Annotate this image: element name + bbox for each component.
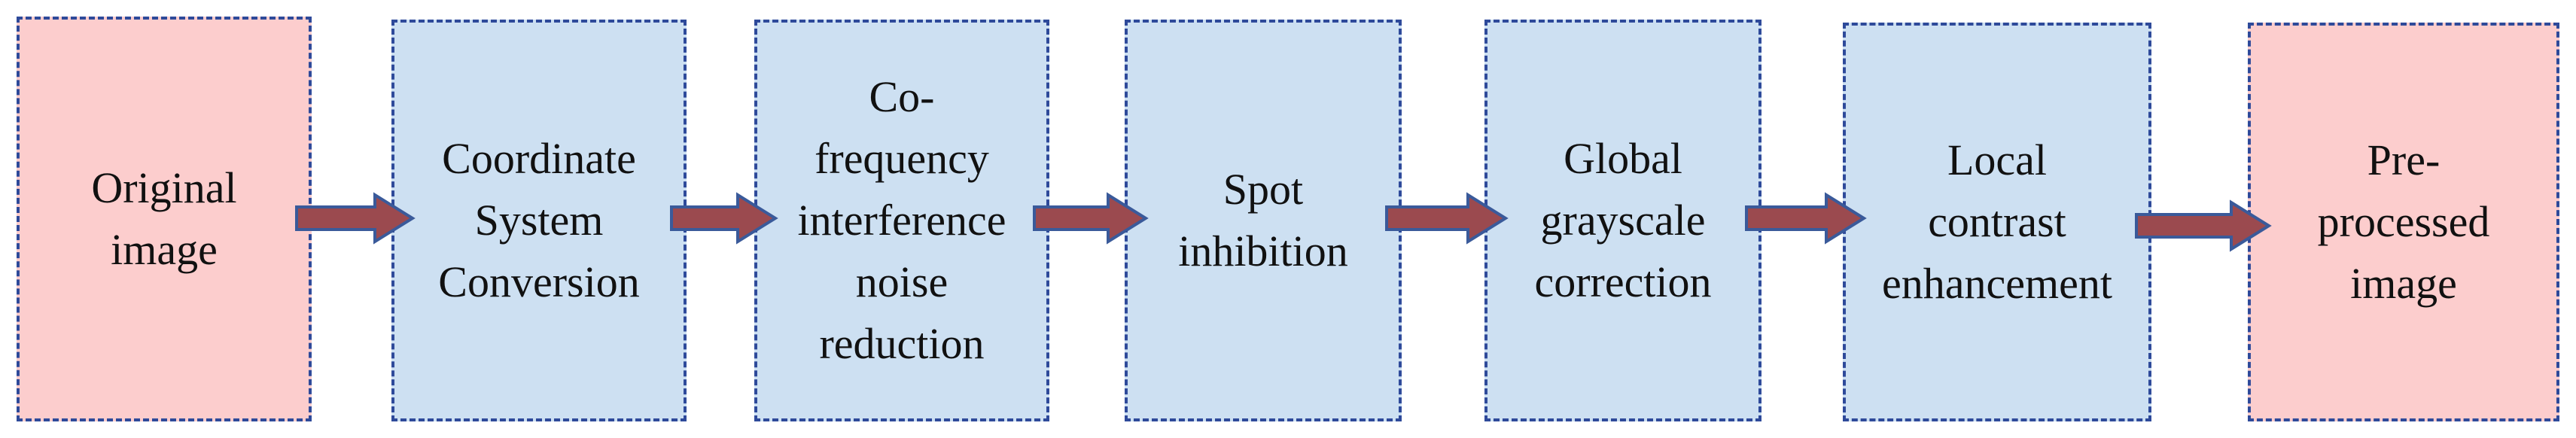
step-spot-inhibition: Spot inhibition <box>1125 20 1402 421</box>
step-local-contrast-enhancement: Local contrast enhancement <box>1843 23 2151 421</box>
step-label: Global grayscale correction <box>1534 134 1712 306</box>
step-label: Coordinate System Conversion <box>438 134 640 306</box>
step-coordinate-system-conversion: Coordinate System Conversion <box>391 20 687 421</box>
step-global-grayscale-correction: Global grayscale correction <box>1484 20 1761 421</box>
step-label: Local contrast enhancement <box>1882 135 2112 308</box>
step-pre-processed-image: Pre- processed image <box>2248 23 2559 421</box>
step-label: Co- frequency interference noise reducti… <box>797 72 1006 368</box>
step-original-image: Original image <box>17 17 312 421</box>
step-label: Spot inhibition <box>1178 165 1348 275</box>
step-label: Pre- processed image <box>2317 135 2490 308</box>
step-label: Original image <box>91 163 237 274</box>
step-co-frequency-noise-reduction: Co- frequency interference noise reducti… <box>754 20 1049 421</box>
